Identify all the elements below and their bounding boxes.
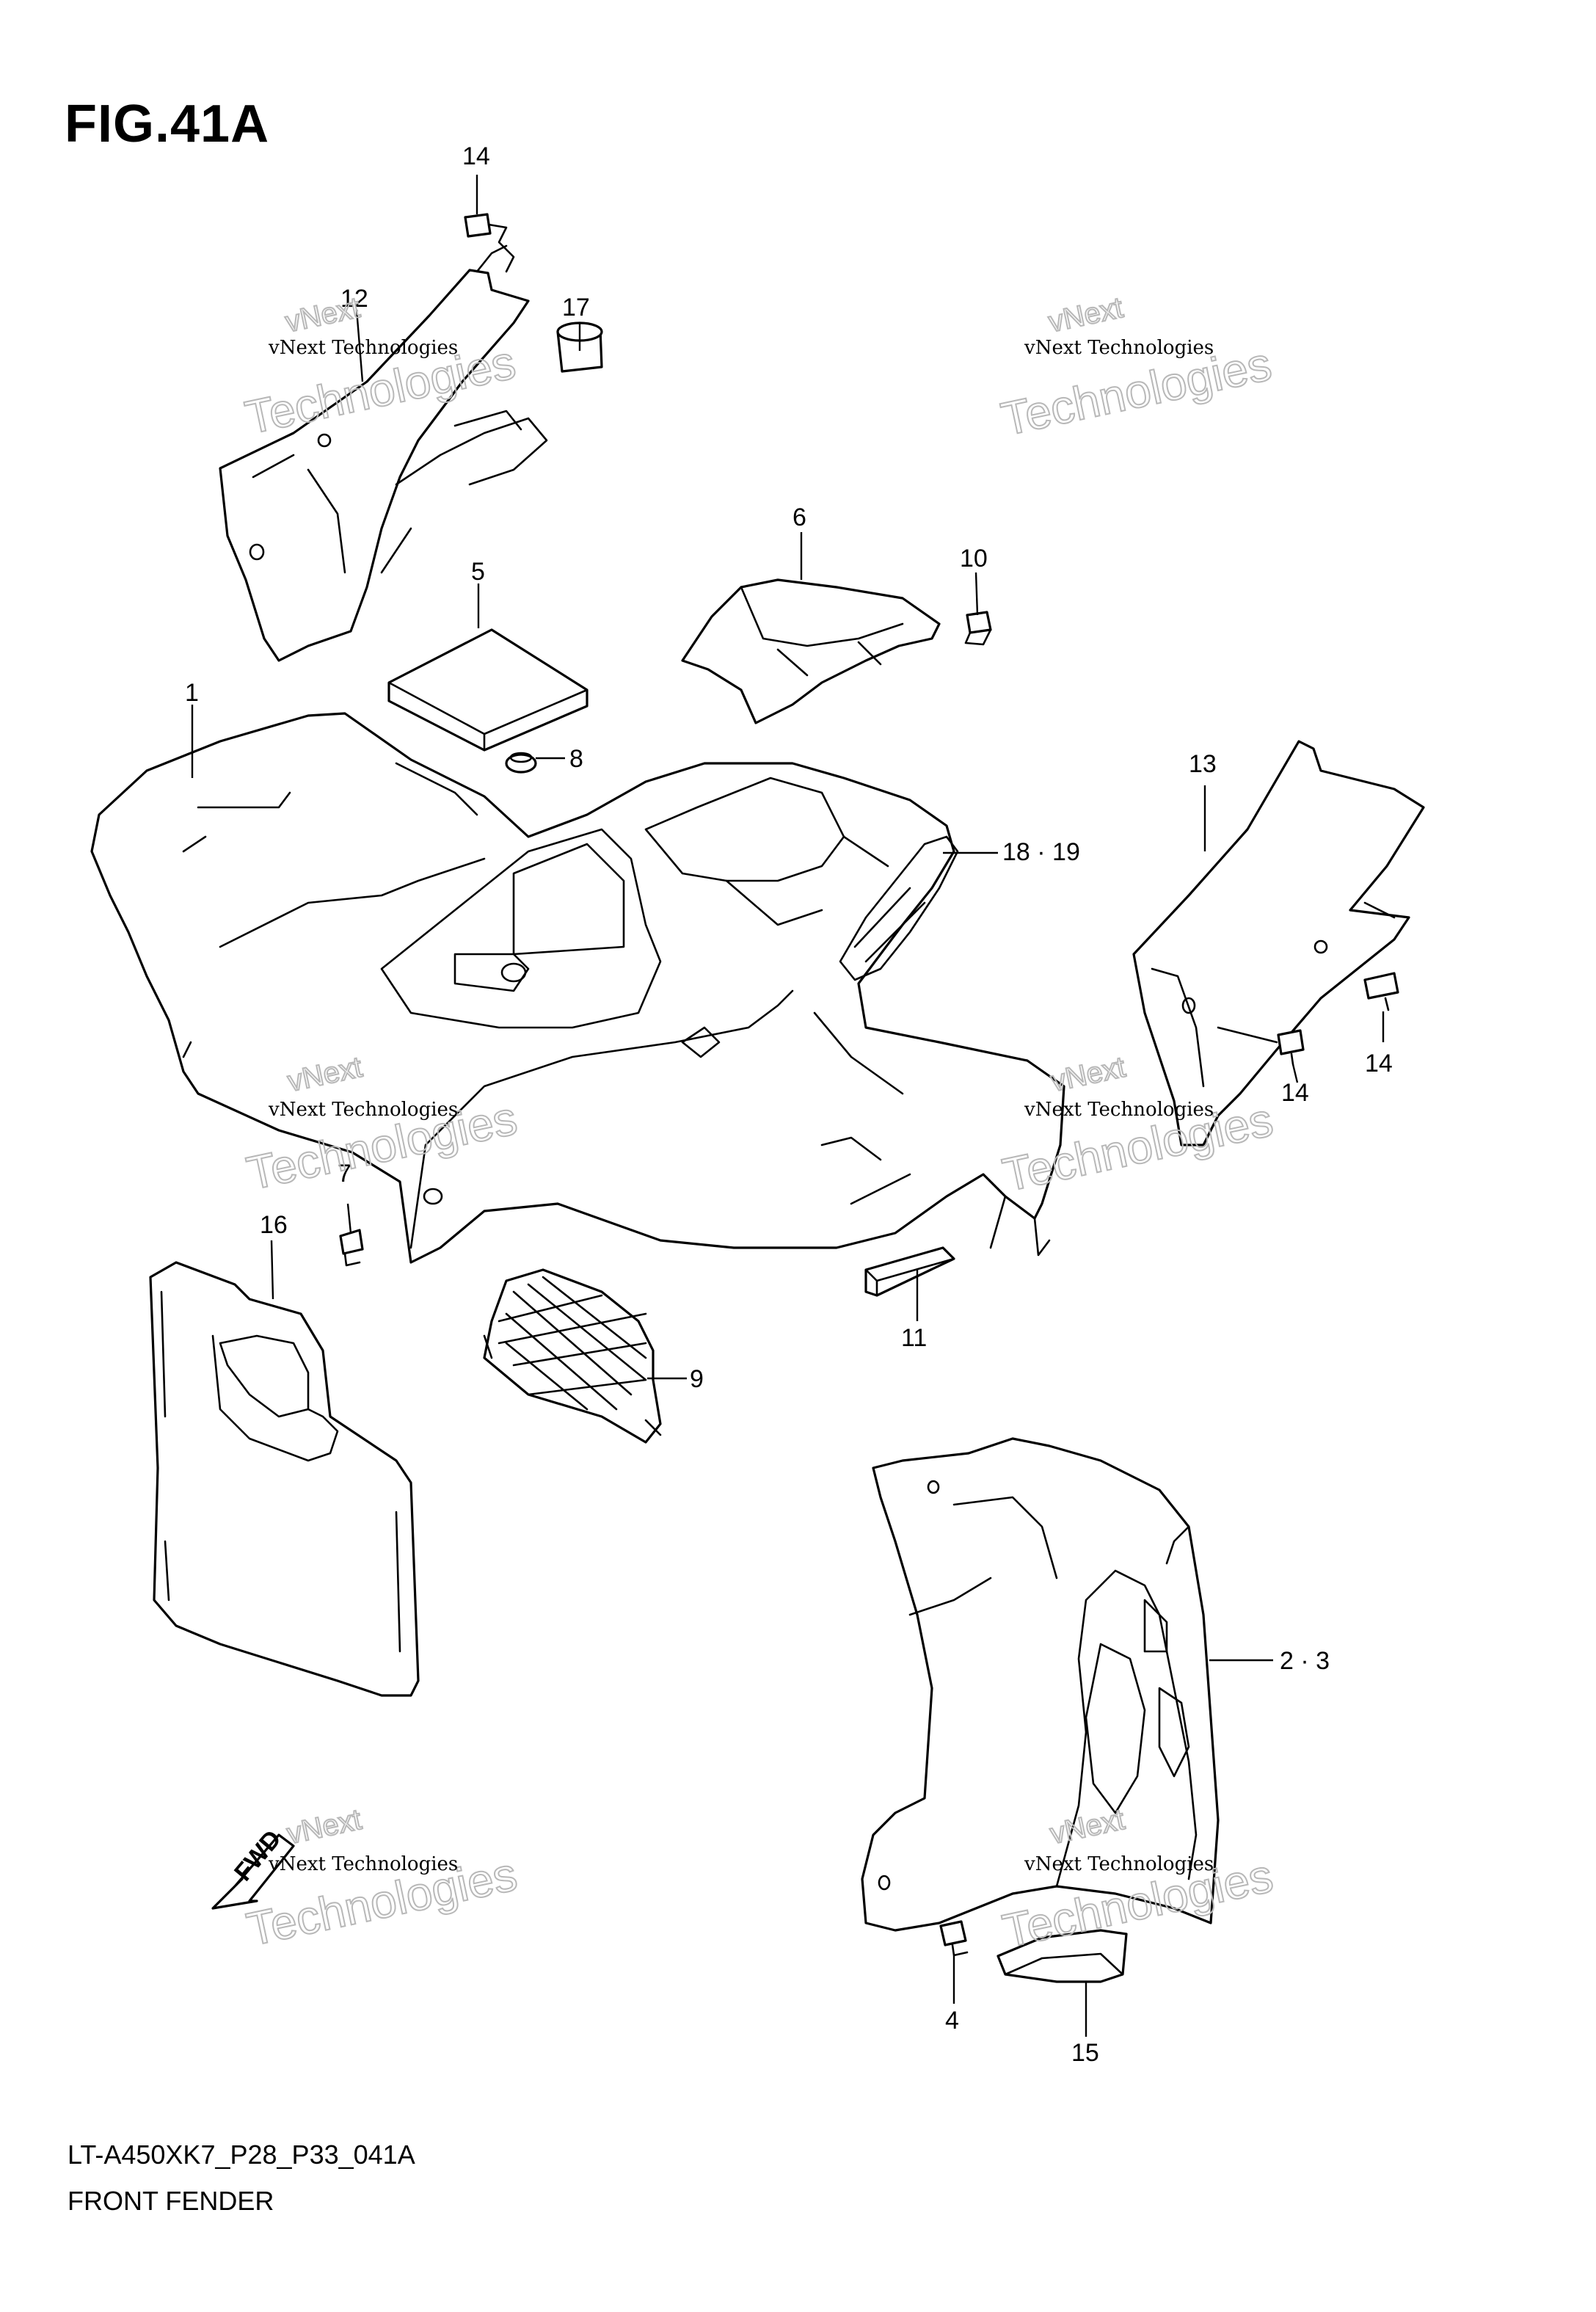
callout-1[interactable]: 1 <box>185 679 199 707</box>
part-8-cushion[interactable] <box>505 752 537 774</box>
callout-9[interactable]: 9 <box>690 1365 704 1393</box>
callout-4[interactable]: 4 <box>945 2007 959 2035</box>
part-4-screw[interactable] <box>939 1920 969 1957</box>
part-6-instrument-cover[interactable] <box>681 578 941 724</box>
part-1-front-fender[interactable] <box>90 712 1065 1264</box>
callout-17[interactable]: 17 <box>562 294 590 321</box>
callout-8[interactable]: 8 <box>569 745 583 773</box>
figure-title: FIG.41A <box>65 95 270 153</box>
watermark-text: vNext Technologies <box>268 337 458 359</box>
watermark-text: vNext Technologies <box>1024 1853 1214 1875</box>
part-14-bolt-top[interactable] <box>464 213 515 273</box>
part-2-3-inner-fender[interactable] <box>861 1437 1220 1932</box>
callout-11[interactable]: 11 <box>901 1324 927 1352</box>
section-name: FRONT FENDER <box>68 2186 274 2216</box>
callout-7[interactable]: 7 <box>338 1160 351 1188</box>
svg-text:vNext: vNext <box>1046 291 1126 338</box>
callout-14a[interactable]: 14 <box>462 142 490 170</box>
part-16-mud-guard[interactable] <box>149 1261 420 1697</box>
callout-13[interactable]: 13 <box>1189 750 1217 778</box>
watermark-text: vNext Technologies <box>268 1853 458 1875</box>
callout-labels: 14 12 17 6 10 5 1 8 13 18 · 19 14 14 7 1… <box>185 142 1393 2067</box>
callout-14b[interactable]: 14 <box>1365 1050 1393 1077</box>
svg-text:vNext: vNext <box>284 1803 364 1850</box>
part-11-pad[interactable] <box>864 1246 955 1297</box>
watermark-text: vNext Technologies <box>268 1099 458 1121</box>
callout-10[interactable]: 10 <box>960 545 988 572</box>
callout-2-3[interactable]: 2 · 3 <box>1280 1647 1330 1675</box>
part-9-mesh-grille[interactable] <box>483 1268 662 1444</box>
part-5-lid[interactable] <box>387 628 589 752</box>
part-15-pad[interactable] <box>996 1929 1128 1983</box>
callout-18-19[interactable]: 18 · 19 <box>1002 838 1080 866</box>
leader-lines <box>191 175 1385 2037</box>
callout-16[interactable]: 16 <box>260 1211 288 1239</box>
callout-12[interactable]: 12 <box>340 285 368 313</box>
model-code: LT-A450XK7_P28_P33_041A <box>68 2140 415 2170</box>
svg-text:vNext: vNext <box>1048 1051 1128 1098</box>
part-14-bolt-right-upper[interactable] <box>1363 972 1399 1011</box>
part-13-right-side-cover[interactable] <box>1132 740 1425 1146</box>
part-10-bolt[interactable] <box>964 611 992 646</box>
watermark-text: vNext Technologies <box>1024 337 1214 359</box>
callout-6[interactable]: 6 <box>792 504 806 531</box>
part-18-19-decal[interactable] <box>839 835 959 981</box>
callout-14c[interactable]: 14 <box>1281 1079 1309 1107</box>
part-14-bolt-right-lower[interactable] <box>1277 1029 1305 1066</box>
callout-5[interactable]: 5 <box>471 558 485 586</box>
svg-text:vNext: vNext <box>283 291 362 338</box>
callout-15[interactable]: 15 <box>1071 2039 1099 2067</box>
part-12-left-side-cover[interactable] <box>219 244 548 662</box>
part-7-screw[interactable] <box>339 1229 364 1267</box>
watermark-text: vNext Technologies <box>1024 1099 1214 1121</box>
